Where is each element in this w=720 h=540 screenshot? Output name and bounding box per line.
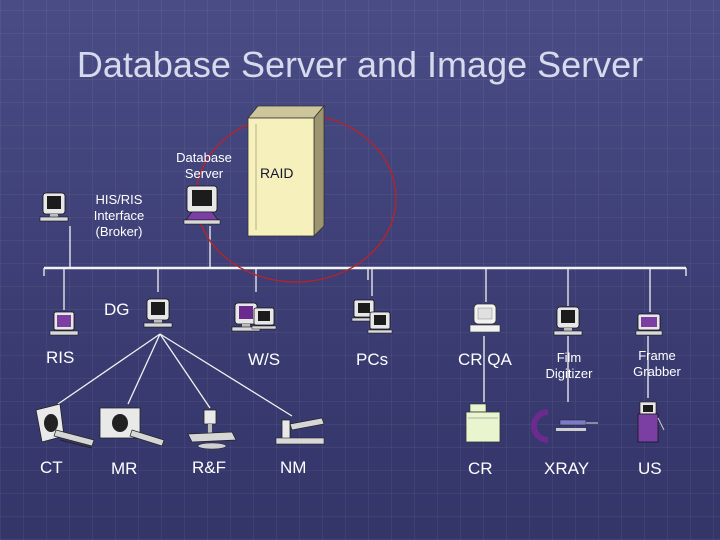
ct-label: CT (40, 458, 63, 477)
slide-title: Database Server and Image Server (76, 44, 644, 85)
cr-qa-workstation-icon (469, 303, 501, 333)
dg-label: DG (104, 300, 130, 319)
mr-label: MR (111, 459, 138, 478)
fluoroscopy-icon (187, 409, 237, 450)
rf-label: R&F (192, 458, 226, 477)
pcs-label: PCs (356, 350, 389, 369)
ultrasound-icon (637, 401, 665, 443)
film-digitizer-label: Film Digitizer (545, 350, 593, 381)
ris-computer-icon (49, 311, 79, 336)
us-label: US (638, 459, 662, 478)
ris-label: RIS (46, 348, 75, 367)
database-server-label: Database Server (176, 150, 232, 181)
xray-label: XRAY (544, 459, 590, 478)
pcs-computers-icon (351, 299, 393, 334)
network-connectors (43, 226, 687, 417)
cr-reader-icon (465, 403, 501, 443)
mr-scanner-icon (99, 407, 165, 447)
dg-workstation-icon (143, 298, 173, 328)
c-arm-icon (531, 409, 598, 443)
his-ris-interface-computer-icon (39, 192, 69, 222)
cr-qa-label: CR QA (458, 350, 512, 369)
ws-label: W/S (248, 350, 281, 369)
ct-scanner-icon (35, 403, 95, 449)
frame-grabber-label: Frame Grabber (633, 348, 681, 379)
cr-label: CR (468, 459, 493, 478)
raid-label: RAID (260, 165, 294, 181)
his-ris-interface-label: HIS/RIS Interface (Broker) (93, 192, 145, 239)
database-server-computer-icon (183, 185, 221, 225)
gamma-camera-icon (275, 417, 325, 445)
nm-label: NM (280, 458, 307, 477)
film-digitizer-computer-icon (553, 306, 583, 336)
frame-grabber-computer-icon (635, 313, 663, 336)
ws-workstation-icon (231, 302, 277, 332)
raid-cabinet-icon (247, 104, 325, 237)
